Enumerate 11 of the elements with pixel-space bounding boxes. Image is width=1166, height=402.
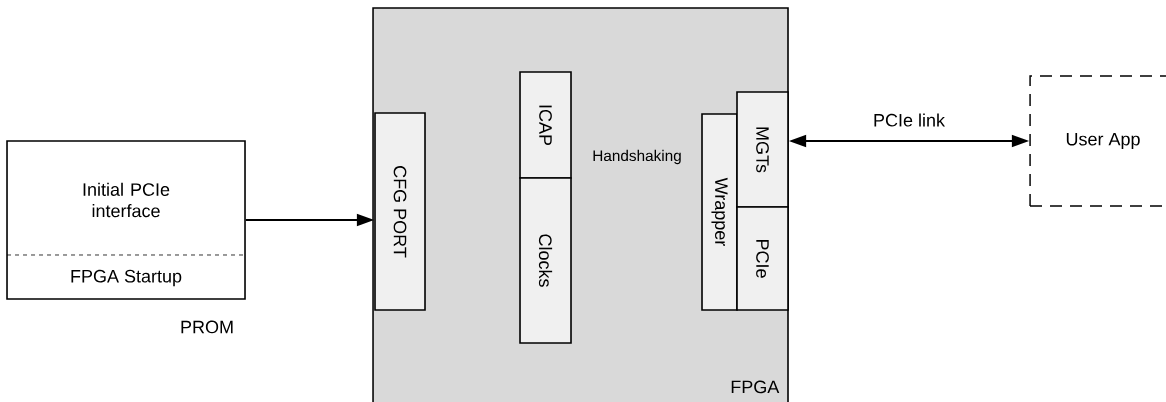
block-box: CFG PORT (374, 112, 426, 311)
app-box: User App (1029, 75, 1166, 207)
block-box: Wrapper (701, 113, 738, 311)
block-box: PCIe (736, 206, 789, 311)
block-box: ICAP (519, 71, 572, 179)
block-box: Clocks (519, 177, 572, 344)
memory-box: Initial PCIe interface FPGA Startup (6, 140, 246, 300)
edge-label: PCIe link (871, 112, 947, 128)
block-box: MGTs (736, 91, 789, 208)
node-label: PROM (181, 320, 233, 334)
signal-label: Handshaking (593, 149, 681, 165)
